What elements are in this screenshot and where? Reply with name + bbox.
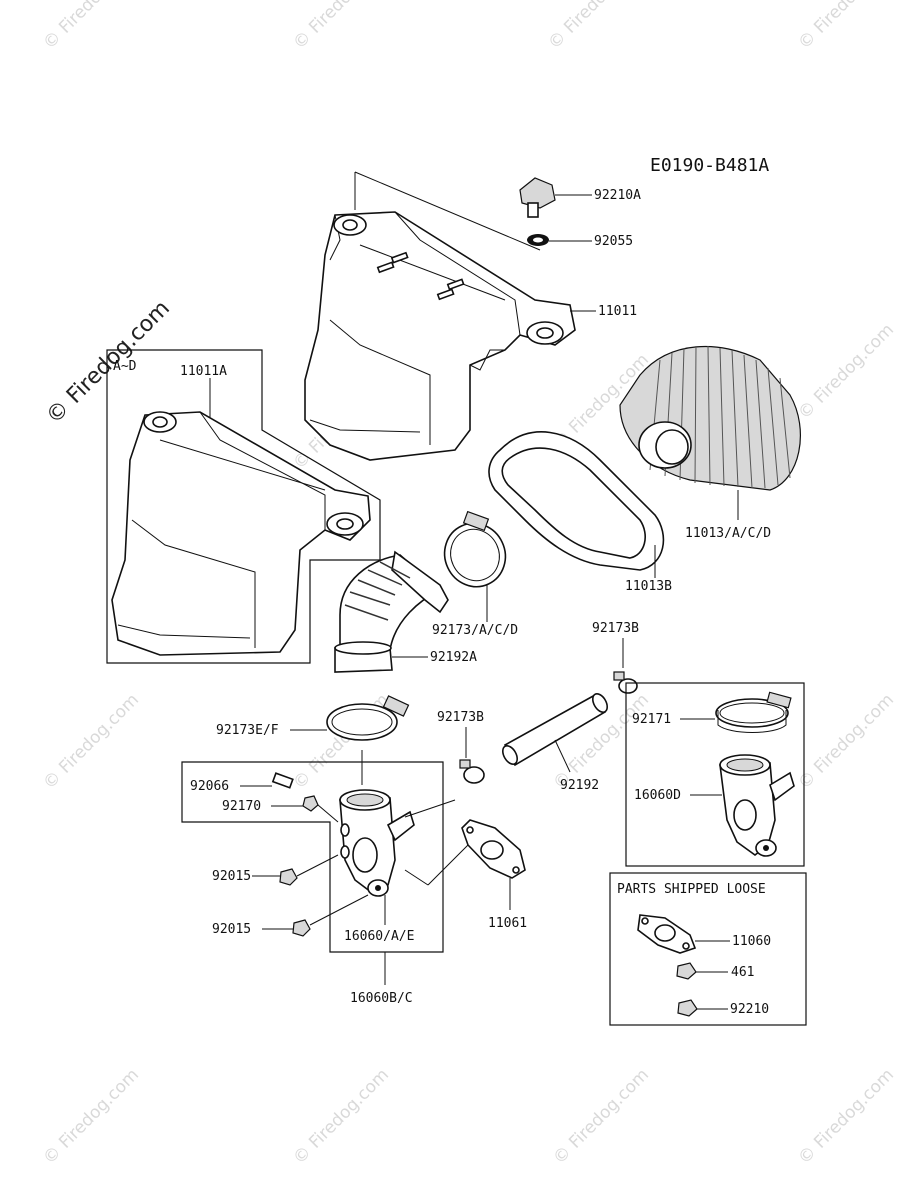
watermark-8: © Firedog.com xyxy=(39,690,143,794)
label-92192: 92192 xyxy=(560,778,599,793)
clamp-92173B-mid xyxy=(459,727,485,784)
watermark-2: © Firedog.com xyxy=(289,0,393,54)
label-92055: 92055 xyxy=(594,234,633,249)
label-461: 461 xyxy=(731,965,754,980)
watermark-7: © Firedog.com xyxy=(794,320,898,424)
loose-parts-title: PARTS SHIPPED LOOSE xyxy=(617,882,766,897)
nut-461 xyxy=(676,962,728,980)
filter-element-11013 xyxy=(619,345,801,520)
pipe-92066 xyxy=(240,772,294,789)
clamp-92171 xyxy=(680,691,792,733)
watermark-12: © Firedog.com xyxy=(39,1065,143,1169)
label-16060BC: 16060B/C xyxy=(350,991,413,1006)
knob-92210A xyxy=(519,177,592,218)
label-16060AE: 16060/A/E xyxy=(344,929,414,944)
label-11013B: 11013B xyxy=(625,579,672,594)
group-box-16060 xyxy=(181,761,444,953)
label-92210: 92210 xyxy=(730,1002,769,1017)
box-16060D xyxy=(625,682,805,867)
label-92173B-mid: 92173B xyxy=(437,710,484,725)
clamp-92173ACD xyxy=(443,510,507,622)
watermark-11: © Firedog.com xyxy=(794,690,898,794)
watermark-14: © Firedog.com xyxy=(549,1065,653,1169)
watermark-15: © Firedog.com xyxy=(794,1065,898,1169)
nut-92015-b xyxy=(262,894,369,937)
label-11013ACD: 11013/A/C/D xyxy=(685,526,771,541)
label-11011: 11011 xyxy=(598,304,637,319)
watermark-4: © Firedog.com xyxy=(794,0,898,54)
watermark-13: © Firedog.com xyxy=(289,1065,393,1169)
precleaner-11013B xyxy=(488,431,665,578)
label-92171: 92171 xyxy=(632,712,671,727)
diagram-code: E0190-B481A xyxy=(650,155,769,176)
washer-92055 xyxy=(527,234,592,246)
clamp-92173EF xyxy=(290,695,410,741)
label-16060D: 16060D xyxy=(634,788,681,803)
loose-parts-box xyxy=(609,872,807,1026)
label-92210A: 92210A xyxy=(594,188,641,203)
label-92192A: 92192A xyxy=(430,650,477,665)
watermark-main: © Firedog.com xyxy=(42,296,175,429)
watermark-1: © Firedog.com xyxy=(39,0,143,54)
watermark-3: © Firedog.com xyxy=(544,0,648,54)
elbow-16060D xyxy=(690,754,795,857)
elbow-16060 xyxy=(339,750,456,897)
leader-11011-top xyxy=(354,171,541,251)
label-92173B-top: 92173B xyxy=(592,621,639,636)
label-11060: 11060 xyxy=(732,934,771,949)
label-92173EF: 92173E/F xyxy=(216,723,279,738)
label-92015-b: 92015 xyxy=(212,922,251,937)
nut-92015-a xyxy=(252,854,339,886)
label-11011A: 11011A xyxy=(180,364,227,379)
duct-92192A xyxy=(334,550,449,673)
variant-box-label: A~D xyxy=(113,359,137,374)
gasket-11061 xyxy=(404,819,526,910)
cover-11011A xyxy=(111,378,371,656)
gasket-11060 xyxy=(637,914,730,954)
hose-92192 xyxy=(501,693,609,773)
nut-92210 xyxy=(677,999,728,1017)
nut-92170 xyxy=(271,795,339,823)
label-92066: 92066 xyxy=(190,779,229,794)
label-92015-a: 92015 xyxy=(212,869,251,884)
label-92170: 92170 xyxy=(222,799,261,814)
label-92173ACD: 92173/A/C/D xyxy=(432,623,518,638)
cover-11011 xyxy=(304,211,576,461)
label-11061: 11061 xyxy=(488,916,527,931)
